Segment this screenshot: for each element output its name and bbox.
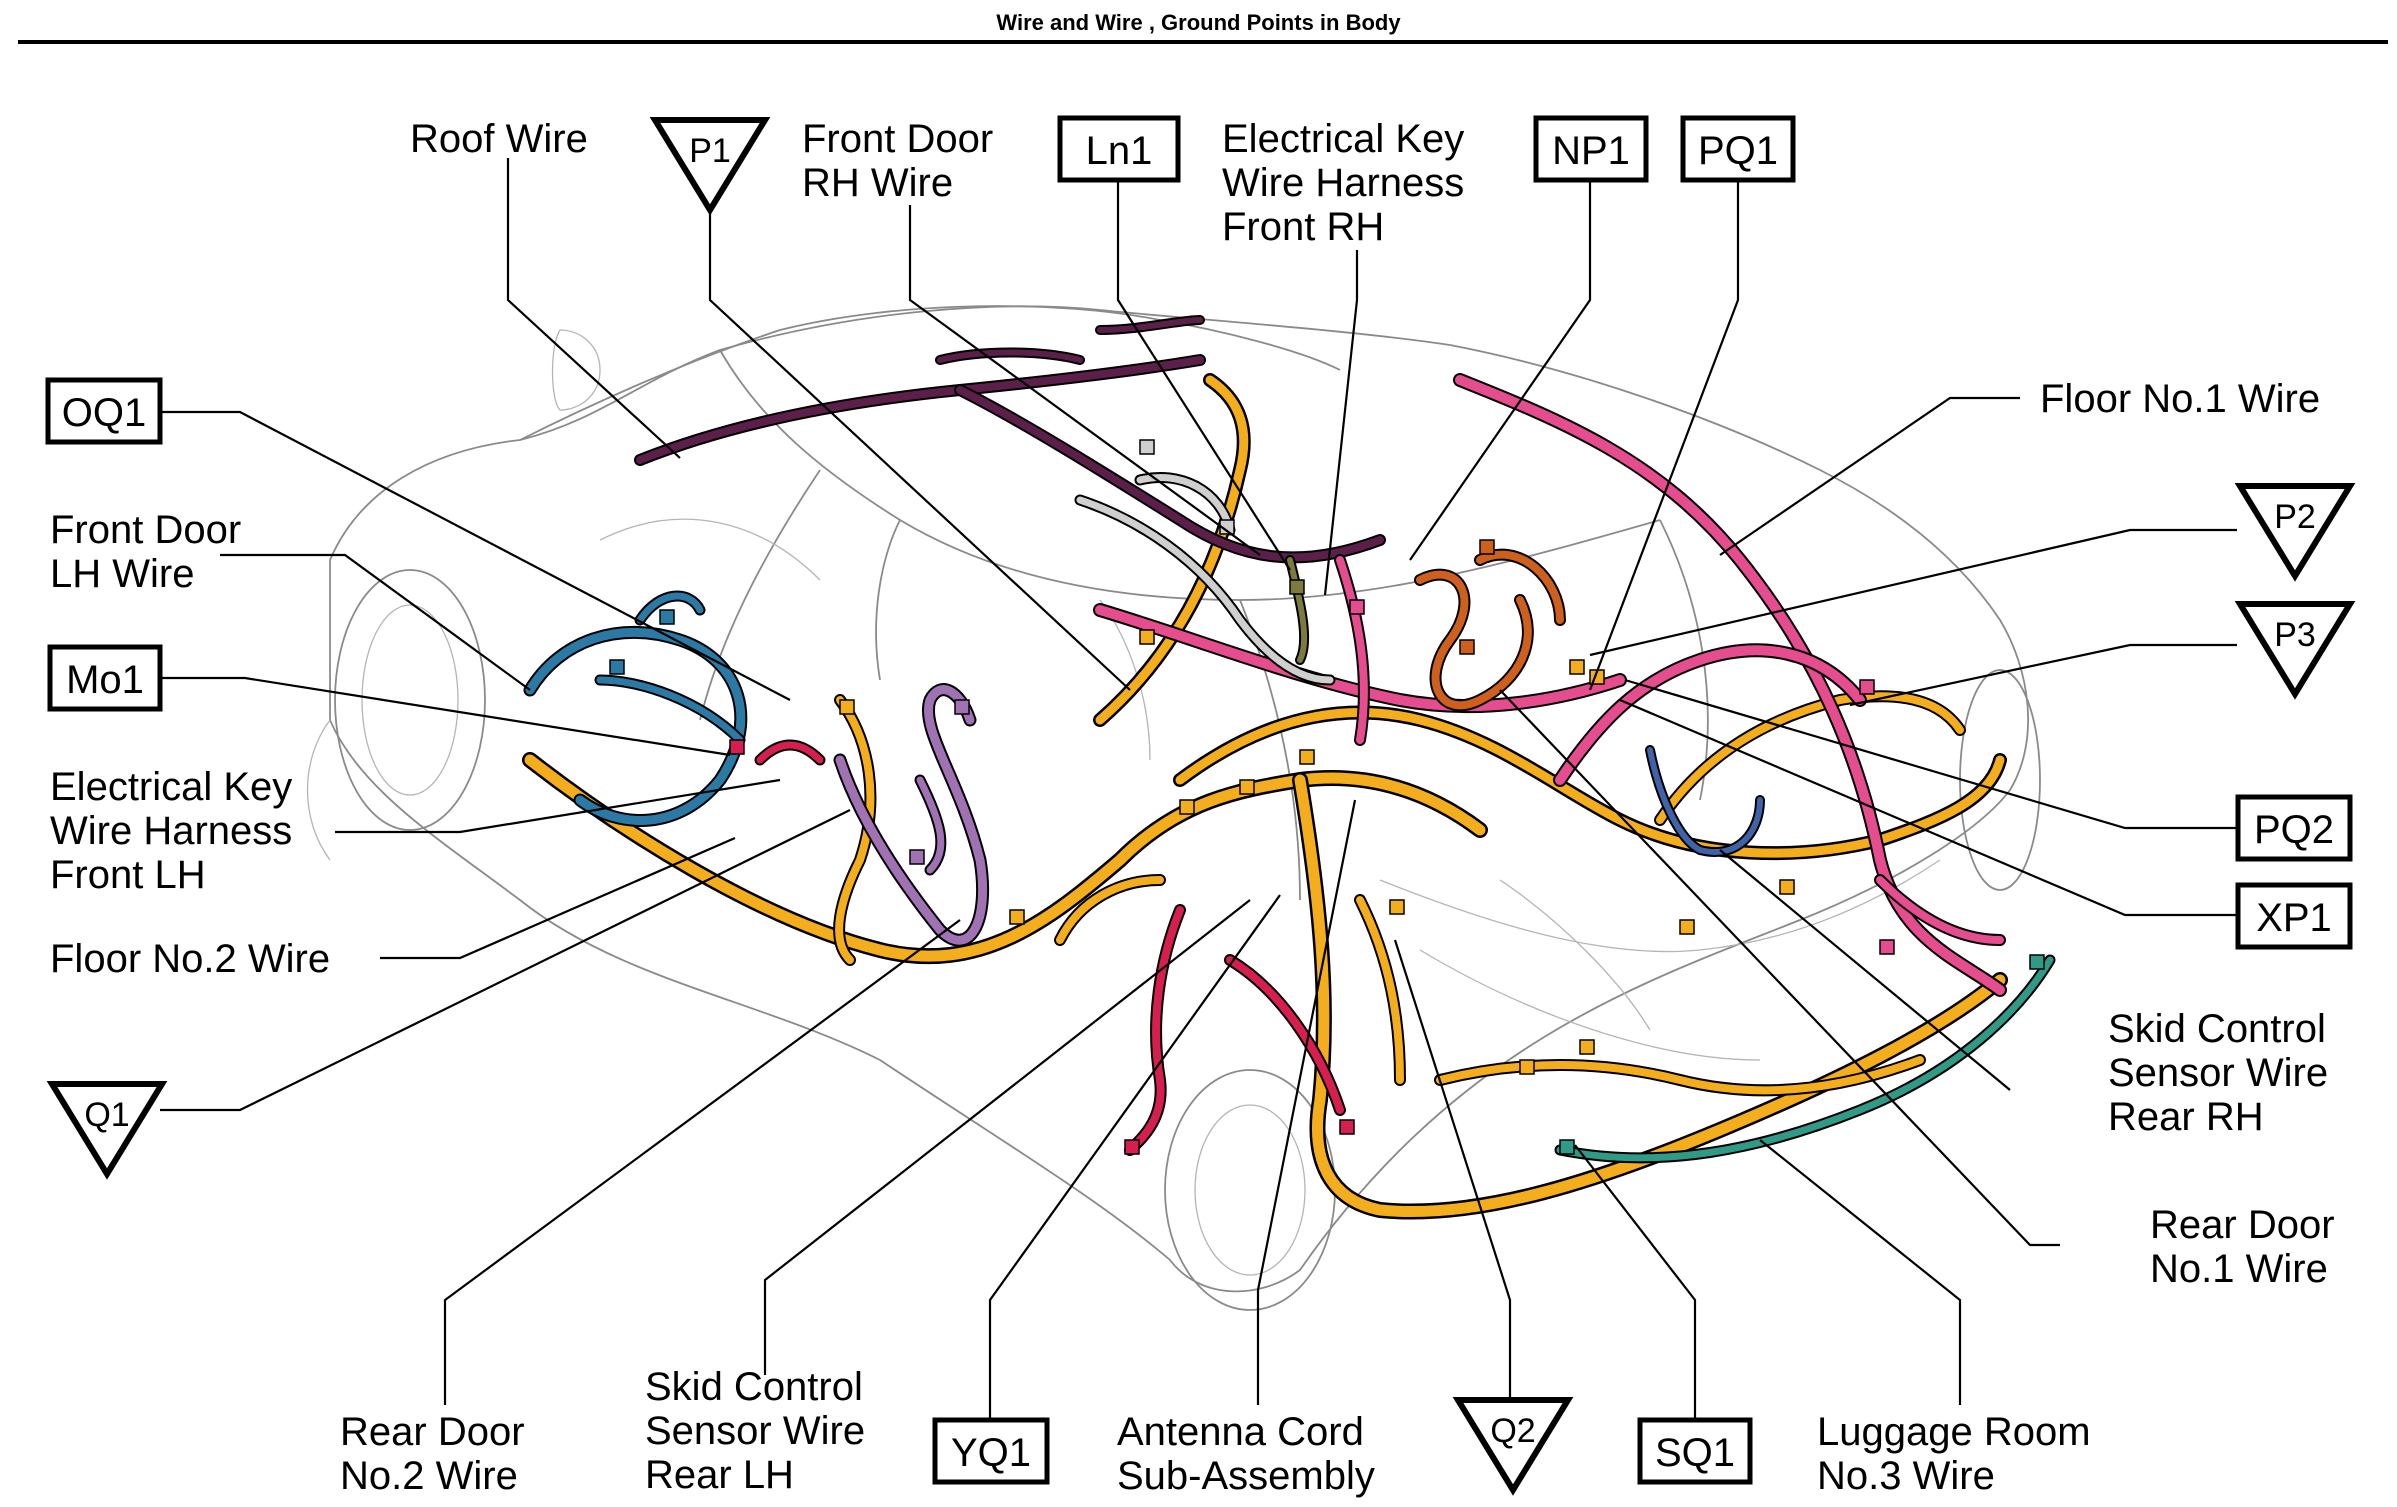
svg-text:Q1: Q1 xyxy=(84,1096,129,1134)
leader-ekwh-front-rh xyxy=(1323,250,1359,596)
leader-floor-no2 xyxy=(380,836,736,960)
svg-text:Ln1: Ln1 xyxy=(1086,129,1153,173)
connector-blocks xyxy=(609,439,2045,1155)
page-title: Wire and Wire , Ground Points in Body xyxy=(996,10,1401,35)
svg-text:PQ2: PQ2 xyxy=(2254,808,2334,852)
floor-wire-harness xyxy=(522,373,2008,1220)
svg-text:Mo1: Mo1 xyxy=(66,658,144,702)
brown-harness xyxy=(1414,548,1566,712)
connector-np1: NP1 xyxy=(1533,115,1649,183)
leader-ln1 xyxy=(1116,180,1291,571)
ground-point-p1: P1 xyxy=(649,117,771,216)
label-front-door-rh: Front Door RH Wire xyxy=(802,117,1004,205)
leader-skid-rear-lh xyxy=(763,899,1251,1375)
connector-yq1: YQ1 xyxy=(932,1417,1050,1485)
pink-harness xyxy=(1093,373,2007,997)
leader-yq1 xyxy=(988,894,1281,1420)
leader-q1 xyxy=(160,809,851,1112)
label-antenna: Antenna Cord Sub-Assembly xyxy=(1117,1410,1375,1498)
connector-pq2: PQ2 xyxy=(2235,794,2353,862)
label-skid-rear-rh: Skid Control Sensor Wire Rear RH xyxy=(2108,1007,2339,1139)
leader-ekwh-front-lh xyxy=(335,778,781,834)
connector-codes: Ln1 NP1 PQ1 OQ1 Mo1 PQ2 XP1 YQ1 xyxy=(45,115,2353,1485)
leader-roof-wire xyxy=(506,158,681,459)
title-rule xyxy=(18,40,2388,44)
ground-point-q2: Q2 xyxy=(1452,1397,1574,1496)
car-body-outline xyxy=(306,305,2041,1311)
leader-antenna xyxy=(1256,799,1357,1405)
svg-text:SQ1: SQ1 xyxy=(1655,1431,1735,1475)
wire-labels: Roof Wire Front Door RH Wire Electrical … xyxy=(50,117,2346,1498)
teal-harness xyxy=(1554,954,2056,1164)
leader-rear-door-no2 xyxy=(443,919,961,1405)
label-ekwh-front-lh: Electrical Key Wire Harness Front LH xyxy=(50,765,303,897)
connector-xp1: XP1 xyxy=(2235,882,2353,950)
leader-p2 xyxy=(1589,528,2237,657)
wire-harnesses xyxy=(522,315,2056,1220)
leader-luggage xyxy=(1759,1139,1962,1405)
leader-p3 xyxy=(1849,643,2237,707)
leader-np1 xyxy=(1409,178,1592,561)
label-luggage: Luggage Room No.3 Wire xyxy=(1817,1410,2102,1498)
purple-harness xyxy=(833,683,990,947)
navy-harness xyxy=(1645,745,1765,857)
label-floor-no1: Floor No.1 Wire xyxy=(2040,377,2320,421)
leader-rear-door-no1 xyxy=(1499,689,2060,1247)
label-rear-door-no2: Rear Door No.2 Wire xyxy=(340,1410,536,1498)
connector-pq1: PQ1 xyxy=(1680,115,1796,183)
leader-pq1 xyxy=(1588,178,1740,691)
leader-floor-no1 xyxy=(1719,396,2020,556)
label-floor-no2: Floor No.2 Wire xyxy=(50,937,330,981)
svg-text:P1: P1 xyxy=(689,132,731,170)
connector-sq1: SQ1 xyxy=(1637,1417,1753,1485)
olive-harness xyxy=(1285,555,1310,665)
connector-ln1: Ln1 xyxy=(1057,115,1181,183)
svg-text:PQ1: PQ1 xyxy=(1698,129,1778,173)
label-ekwh-front-rh: Electrical Key Wire Harness Front RH xyxy=(1222,117,1475,249)
blue-harness xyxy=(523,590,748,827)
svg-text:P2: P2 xyxy=(2274,498,2316,536)
leader-q2 xyxy=(1393,939,1512,1400)
leader-p1 xyxy=(708,210,1131,691)
leader-sq1 xyxy=(1574,1144,1697,1420)
svg-text:Q2: Q2 xyxy=(1490,1412,1535,1450)
ground-points: P1 P2 P3 Q1 Q2 xyxy=(46,117,2356,1496)
roof-wire-harness xyxy=(634,315,1386,564)
ground-point-q1: Q1 xyxy=(46,1081,168,1180)
label-skid-rear-lh: Skid Control Sensor Wire Rear LH xyxy=(645,1365,876,1497)
svg-text:NP1: NP1 xyxy=(1552,129,1630,173)
label-front-door-lh: Front Door LH Wire xyxy=(50,508,252,596)
label-roof-wire: Roof Wire xyxy=(410,117,588,161)
svg-text:YQ1: YQ1 xyxy=(951,1431,1031,1475)
svg-text:P3: P3 xyxy=(2274,616,2316,654)
ground-point-p3: P3 xyxy=(2234,601,2356,700)
label-rear-door-no1: Rear Door No.1 Wire xyxy=(2150,1203,2346,1291)
leader-xp1 xyxy=(1619,698,2238,917)
leader-front-door-lh xyxy=(220,553,531,691)
leader-oq1 xyxy=(160,410,791,701)
connector-mo1: Mo1 xyxy=(47,644,163,712)
leader-mo1 xyxy=(160,676,731,757)
svg-text:XP1: XP1 xyxy=(2256,896,2332,940)
ground-point-p2: P2 xyxy=(2234,483,2356,582)
leader-skid-rear-rh xyxy=(1719,849,2011,1091)
leader-front-door-rh xyxy=(908,205,1261,556)
red-harness xyxy=(754,739,1346,1156)
leader-lines xyxy=(160,158,2238,1420)
connector-oq1: OQ1 xyxy=(45,377,163,445)
svg-text:OQ1: OQ1 xyxy=(62,391,146,435)
leader-pq2 xyxy=(1624,678,2238,830)
